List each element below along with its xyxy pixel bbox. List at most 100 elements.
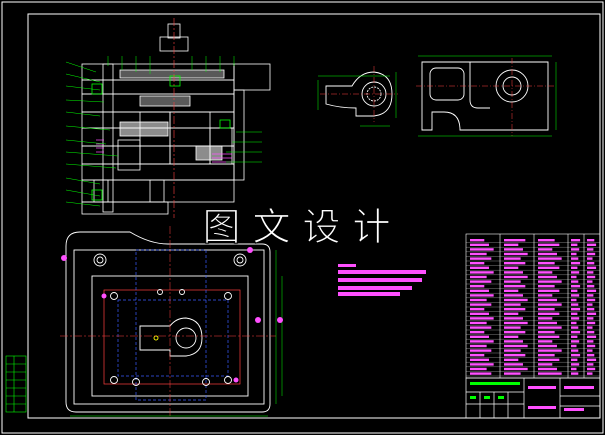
bom-cell-fill bbox=[470, 266, 489, 269]
bom-cell-fill bbox=[538, 298, 557, 302]
bom-cell-fill bbox=[470, 331, 485, 334]
bom-cell-fill bbox=[504, 344, 528, 348]
bom-cell-fill bbox=[470, 298, 487, 302]
bom-cell-fill bbox=[470, 367, 487, 371]
bom-cell-fill bbox=[587, 294, 594, 297]
bom-cell-fill bbox=[587, 321, 596, 325]
part-top-view bbox=[317, 66, 398, 127]
bom-cell-fill bbox=[538, 280, 562, 283]
bom-cell-fill bbox=[504, 252, 528, 256]
bom-cell-fill bbox=[571, 326, 579, 329]
bom-cell-fill bbox=[538, 275, 557, 279]
bom-cell-fill bbox=[587, 262, 595, 265]
bom-cell-fill bbox=[587, 248, 594, 251]
bom-cell-fill bbox=[587, 331, 595, 334]
bom-cell-fill bbox=[571, 331, 581, 334]
bom-cell-fill bbox=[470, 312, 489, 315]
bom-cell-fill bbox=[504, 340, 523, 343]
bom-cell-fill bbox=[571, 317, 580, 320]
mold-assembly-section bbox=[65, 18, 271, 218]
bom-cell-fill bbox=[504, 294, 523, 297]
inner-frame bbox=[27, 13, 601, 419]
bom-cell-fill bbox=[470, 257, 492, 260]
bom-cell-fill bbox=[571, 294, 580, 297]
bom-cell-fill bbox=[571, 266, 578, 269]
bom-cell-fill bbox=[470, 239, 485, 242]
bom-cell-fill bbox=[538, 317, 553, 320]
bom-cell-fill bbox=[470, 326, 492, 329]
bom-cell-fill bbox=[470, 243, 489, 246]
bom-cell-fill bbox=[571, 243, 578, 246]
bom-cell-fill bbox=[538, 239, 555, 242]
bom-cell-fill bbox=[470, 294, 494, 297]
bom-cell-fill bbox=[571, 340, 580, 343]
bom-cell-fill bbox=[504, 280, 521, 283]
bom-cell-fill bbox=[538, 331, 555, 334]
bom-cell-fill bbox=[504, 335, 519, 338]
bom-rows bbox=[466, 239, 600, 377]
bom-cell-fill bbox=[538, 289, 560, 292]
bom-cell-fill bbox=[504, 354, 526, 357]
bom-cell-fill bbox=[470, 354, 485, 357]
bom-cell-fill bbox=[470, 280, 492, 283]
title-block-fills bbox=[470, 382, 594, 411]
bom-cell-fill bbox=[587, 266, 597, 269]
bom-cell-fill bbox=[504, 243, 519, 246]
bom-cell-fill bbox=[504, 321, 528, 325]
bom-cell-fill bbox=[504, 317, 523, 320]
bom-cell-fill bbox=[538, 326, 562, 329]
bom-cell-fill bbox=[587, 326, 593, 329]
bom-cell-fill bbox=[538, 363, 553, 366]
bom-cell-fill bbox=[470, 335, 489, 338]
bom-cell-fill bbox=[504, 289, 519, 292]
bom-cell-fill bbox=[538, 358, 560, 361]
bom-cell-fill bbox=[571, 358, 578, 361]
bom-cell-fill bbox=[587, 349, 593, 352]
bom-cell-fill bbox=[504, 331, 526, 334]
bom-cell-fill bbox=[571, 312, 578, 315]
bom-cell-fill bbox=[504, 326, 521, 329]
bom-cell-fill bbox=[504, 358, 519, 361]
watermark-text: 图文设计 bbox=[202, 204, 403, 249]
bom-cell-fill bbox=[470, 271, 494, 274]
bom-cell-fill bbox=[470, 303, 492, 306]
bom-cell-fill bbox=[571, 289, 578, 292]
bom-cell-fill bbox=[538, 257, 562, 260]
bom-cell-fill bbox=[538, 266, 560, 269]
bom-cell-fill bbox=[571, 344, 577, 348]
bom-cell-fill bbox=[538, 252, 557, 256]
bom-cell-fill bbox=[587, 335, 597, 338]
bom-cell-fill bbox=[587, 298, 596, 302]
bom-cell-fill bbox=[571, 285, 581, 288]
bom-cell-fill bbox=[571, 271, 580, 274]
bom-cell-fill bbox=[571, 257, 579, 260]
bom-cell-fill bbox=[470, 248, 494, 251]
bom-cell-fill bbox=[504, 239, 526, 242]
bom-cell-fill bbox=[504, 312, 519, 315]
bom-cell-fill bbox=[571, 248, 580, 251]
bom-cell-fill bbox=[571, 321, 577, 325]
bom-cell-fill bbox=[470, 262, 485, 265]
bom-cell-fill bbox=[504, 257, 521, 260]
bom-cell-fill bbox=[504, 248, 523, 251]
bom-cell-fill bbox=[504, 349, 521, 352]
bom-cell-fill bbox=[470, 275, 487, 279]
bom-cell-fill bbox=[470, 358, 489, 361]
bom-cell-fill bbox=[538, 340, 553, 343]
bom-cell-fill bbox=[571, 262, 581, 265]
bom-cell-fill bbox=[504, 266, 519, 269]
bom-cell-fill bbox=[504, 308, 526, 311]
bom-cell-fill bbox=[504, 298, 528, 302]
bom-cell-fill bbox=[571, 280, 579, 283]
bom-cell-fill bbox=[470, 317, 494, 320]
bom-cell-fill bbox=[571, 363, 580, 366]
bom-cell-fill bbox=[470, 252, 487, 256]
bom-cell-fill bbox=[538, 367, 557, 371]
bom-cell-fill bbox=[571, 349, 579, 352]
bom-cell-fill bbox=[587, 363, 594, 366]
bom-cell-fill bbox=[587, 354, 595, 357]
bom-cell-fill bbox=[587, 289, 597, 292]
bom-cell-fill bbox=[470, 308, 485, 311]
